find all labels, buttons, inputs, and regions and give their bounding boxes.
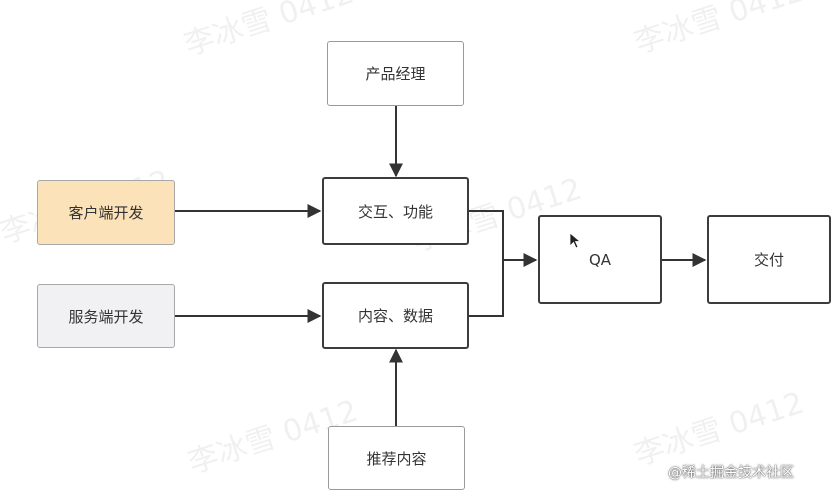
node-interaction[interactable]: 交互、功能 <box>322 177 469 245</box>
node-recommend[interactable]: 推荐内容 <box>328 426 465 490</box>
edge-content-to-qa <box>469 260 504 317</box>
node-label: 内容、数据 <box>357 307 433 325</box>
node-client-dev[interactable]: 客户端开发 <box>37 180 175 245</box>
node-label: 服务端开发 <box>68 307 144 326</box>
node-content[interactable]: 内容、数据 <box>322 282 469 349</box>
node-label: 客户端开发 <box>68 204 144 222</box>
node-qa[interactable]: QA <box>538 215 662 304</box>
node-label: 产品经理 <box>365 65 426 83</box>
node-product-manager[interactable]: 产品经理 <box>327 41 464 106</box>
node-delivery[interactable]: 交付 <box>707 215 831 304</box>
credit-text: @稀土掘金技术社区 <box>668 465 794 481</box>
node-server-dev[interactable]: 服务端开发 <box>37 284 175 348</box>
node-label: 交互、功能 <box>357 202 433 221</box>
node-label: 交付 <box>753 251 784 269</box>
edge-interaction-to-qa <box>469 210 504 260</box>
node-label: QA <box>588 250 612 269</box>
mouse-pointer-icon <box>569 232 581 249</box>
node-label: 推荐内容 <box>366 449 427 468</box>
